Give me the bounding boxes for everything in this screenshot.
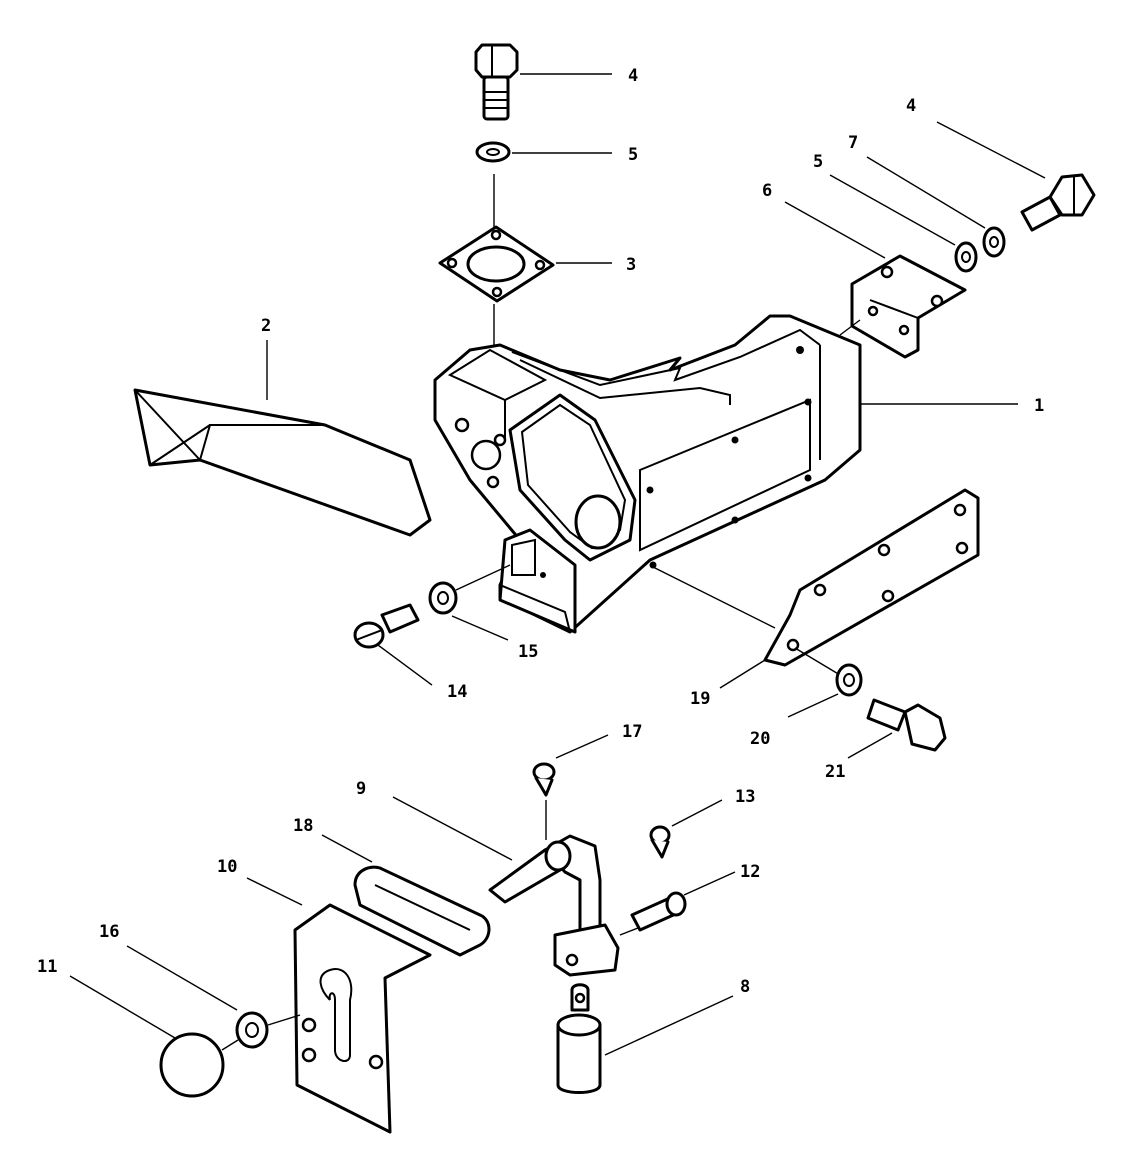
callout-15: 15 xyxy=(518,642,538,662)
part-6-bracket xyxy=(850,254,967,359)
part-8-cylinder xyxy=(556,983,602,1094)
assembly-axis-plate xyxy=(652,566,776,629)
assembly-axis-left-bolt xyxy=(455,564,511,591)
callout-3: 3 xyxy=(626,255,636,275)
assembly-axis-ball xyxy=(267,1014,301,1026)
part-18-pad xyxy=(353,865,491,957)
part-12-pin xyxy=(630,891,687,932)
callout-10: 10 xyxy=(217,857,237,877)
callout-5-right: 5 xyxy=(813,152,823,172)
part-4-bolt-top xyxy=(474,43,519,121)
callout-21: 21 xyxy=(825,762,845,782)
part-10-slotted-plate xyxy=(293,903,432,1134)
part-1-main-body xyxy=(433,314,862,634)
callout-12: 12 xyxy=(740,862,760,882)
part-4-bolt-right xyxy=(1020,173,1096,232)
callout-4-top: 4 xyxy=(628,66,638,86)
assembly-axis-plate-bolt xyxy=(794,647,841,676)
part-5-washer-right xyxy=(954,241,978,273)
callout-labels: 4 5 3 2 4 7 5 6 1 15 14 19 20 21 17 9 13… xyxy=(37,66,1044,997)
callout-17: 17 xyxy=(622,722,642,742)
callout-4-right: 4 xyxy=(906,96,916,116)
callout-8: 8 xyxy=(740,977,750,997)
callout-6: 6 xyxy=(762,181,772,201)
part-5-washer-top xyxy=(475,141,511,163)
part-21-bolt xyxy=(866,698,947,752)
part-9-elbow-shaft xyxy=(488,834,620,977)
part-19-side-plate xyxy=(763,488,980,667)
part-7-lock-washer xyxy=(982,226,1006,258)
part-3-flange xyxy=(438,225,555,303)
callout-19: 19 xyxy=(690,689,710,709)
part-20-washer xyxy=(835,663,863,697)
leader-lines xyxy=(69,73,1046,1056)
part-2-chute xyxy=(133,388,432,537)
part-16-washer xyxy=(235,1011,269,1049)
part-15-washer xyxy=(428,581,458,615)
part-11-ball xyxy=(159,1032,225,1098)
assembly-axis-ball-washer xyxy=(221,1039,239,1051)
part-13-clip xyxy=(649,825,671,859)
callout-5-top: 5 xyxy=(628,145,638,165)
callout-11: 11 xyxy=(37,957,57,977)
callout-20: 20 xyxy=(750,729,770,749)
assembly-axis-pin xyxy=(619,927,639,936)
callout-16: 16 xyxy=(99,922,119,942)
callout-1: 1 xyxy=(1034,396,1044,416)
callout-2: 2 xyxy=(261,316,271,336)
part-14-bolt xyxy=(353,603,420,649)
callout-18: 18 xyxy=(293,816,313,836)
callout-7: 7 xyxy=(848,133,858,153)
callout-14: 14 xyxy=(447,682,467,702)
callout-13: 13 xyxy=(735,787,755,807)
callout-9: 9 xyxy=(356,779,366,799)
part-17-clip xyxy=(532,762,556,797)
assembly-axis-right xyxy=(839,319,861,336)
